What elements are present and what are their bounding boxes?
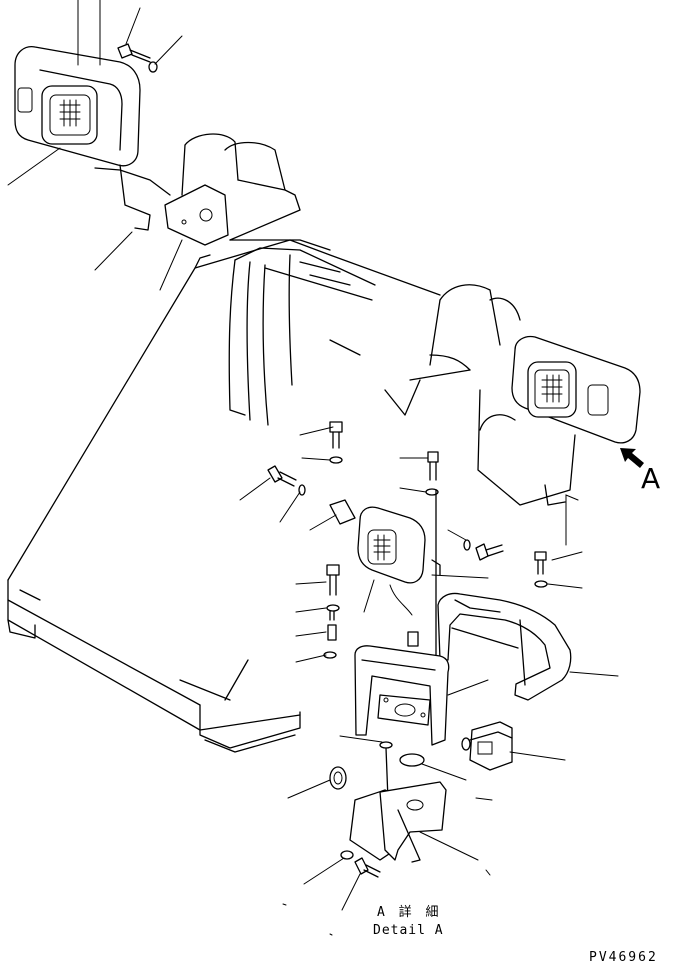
lamp-guard — [437, 592, 572, 701]
leader-lines — [7, 0, 619, 936]
detail-hardware-top — [117, 43, 439, 496]
view-arrow-icon — [620, 448, 644, 468]
cab-structure — [228, 247, 471, 426]
lamp-assembly-left — [14, 46, 171, 231]
detail-hardware-right — [463, 539, 548, 588]
lower-mount — [329, 741, 447, 878]
drawing-number: PV46962 — [589, 950, 658, 965]
frame-body — [7, 239, 441, 753]
detail-caption-japanese: A 詳 細 — [377, 905, 442, 920]
frame-mount-left — [164, 133, 301, 246]
connector-block — [461, 721, 513, 771]
view-callout-label: A — [641, 462, 661, 495]
detail-caption-english: Detail A — [373, 923, 444, 938]
lamp-bracket — [323, 564, 450, 746]
lamp-assembly-right — [429, 284, 641, 506]
